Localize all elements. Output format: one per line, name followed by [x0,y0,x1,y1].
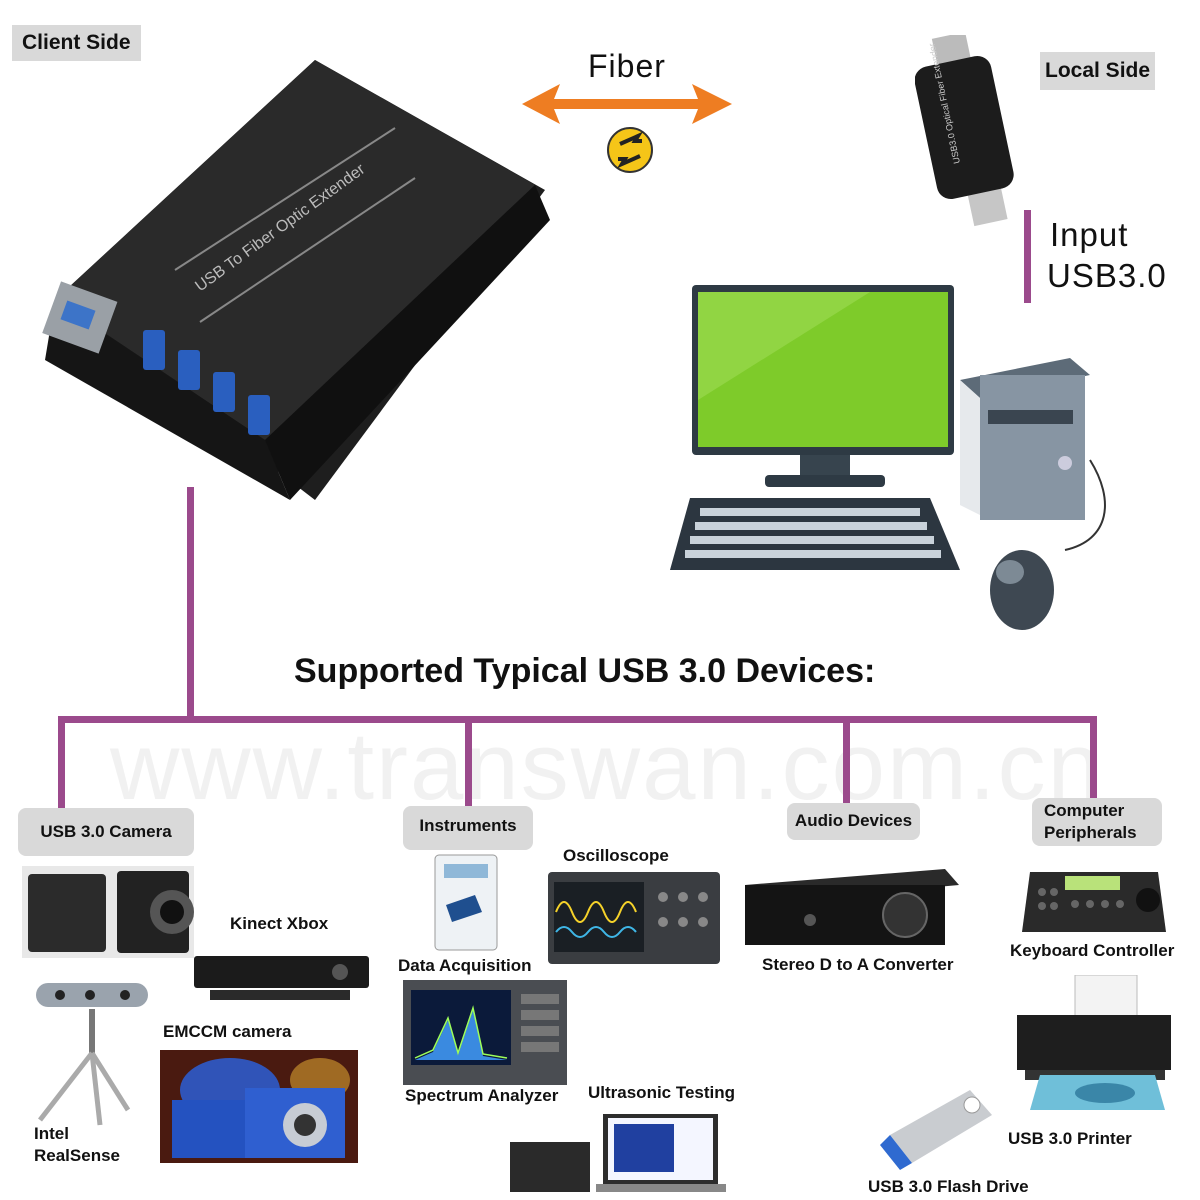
realsense-label-2: RealSense [34,1146,120,1165]
data-acquisition-label: Data Acquisition [398,956,532,975]
input-connector-line [1024,210,1031,303]
flash-drive-image [880,1090,992,1170]
spectrum-analyzer-label: Spectrum Analyzer [405,1086,559,1105]
input-usb-label: USB3.0 [1047,257,1167,294]
oscilloscope-label: Oscilloscope [563,846,669,865]
fiber-extender-device: USB To Fiber Optic Extender [42,60,550,500]
flash-drive-label: USB 3.0 Flash Drive [868,1177,1029,1196]
fiber-arrow-icon [522,84,732,173]
input-label: Input [1050,216,1129,253]
category-computer-peripherals: Computer Peripherals [1032,798,1162,846]
category-audio-devices: Audio Devices [787,803,920,840]
realsense-image [36,983,148,1126]
keyboard-controller-label: Keyboard Controller [1010,941,1175,960]
kinect-image [194,956,369,1000]
category-peripherals-line1: Computer [1044,801,1125,820]
dac-label: Stereo D to A Converter [762,955,954,974]
watermark: www.transwan.com.cn [110,713,1103,820]
emccm-image [160,1050,358,1163]
usb-camera-image [22,866,194,958]
device-bus-line [58,716,1097,723]
local-side-label: Local Side [1040,52,1156,90]
printer-image [1017,975,1171,1110]
peripherals-drop-line [1090,716,1097,798]
oscilloscope-image [548,872,720,964]
extender-connector-line [187,487,194,720]
fiber-label: Fiber [588,48,666,84]
instruments-drop-line [465,716,472,806]
ultrasonic-label: Ultrasonic Testing [588,1083,736,1102]
category-usb-camera: USB 3.0 Camera [18,808,194,856]
category-instruments: Instruments [403,806,533,850]
realsense-label-1: Intel [34,1124,69,1143]
dac-image [745,869,959,945]
emccm-label: EMCCM camera [163,1022,292,1041]
computer-illustration [670,285,1106,630]
keyboard-controller-image [1022,872,1166,932]
usb-dongle-device: USB3.0 Optical Fiber Extender [915,35,1014,227]
printer-label: USB 3.0 Printer [1008,1129,1132,1148]
category-peripherals-line2: Peripherals [1044,823,1137,842]
data-acquisition-image [434,854,498,951]
client-side-label: Client Side [12,25,141,61]
kinect-label: Kinect Xbox [230,914,329,933]
camera-drop-line [58,716,65,808]
ultrasonic-image [510,1114,726,1192]
audio-drop-line [843,716,850,803]
spectrum-analyzer-image [403,980,567,1085]
devices-heading: Supported Typical USB 3.0 Devices: [294,652,876,690]
